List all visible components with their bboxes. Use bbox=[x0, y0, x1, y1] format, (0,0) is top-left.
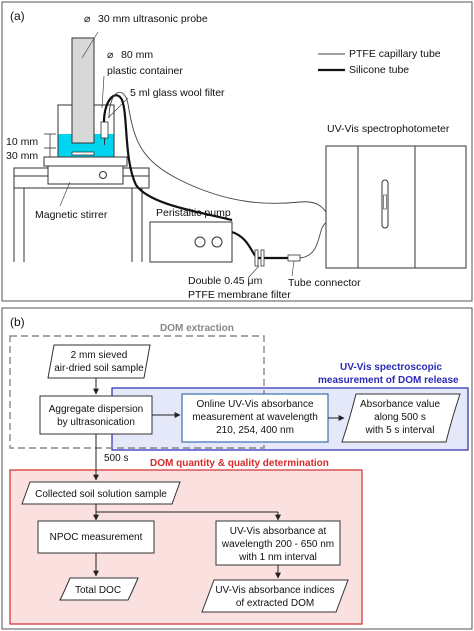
peristaltic-pump bbox=[149, 221, 233, 263]
stirrer-knob bbox=[99, 171, 107, 179]
uvvis-title-1: UV-Vis spectroscopic bbox=[340, 362, 443, 373]
aggregate-line-2: by ultrasonication bbox=[57, 417, 135, 428]
tube-connector bbox=[287, 254, 301, 262]
container-label-2: plastic container bbox=[107, 65, 183, 77]
filter-leader bbox=[107, 97, 129, 119]
probe-leader bbox=[81, 31, 99, 59]
silicone-tube bbox=[102, 94, 233, 222]
indices-node bbox=[201, 579, 349, 613]
collected-label: Collected soil solution sample bbox=[35, 489, 167, 500]
membrane-filter bbox=[254, 249, 265, 267]
membrane-label-1: Double 0.45 μm bbox=[188, 275, 263, 287]
absorbance-line-3: with 5 s interval bbox=[365, 425, 435, 436]
magnetic-stirrer-label: Magnetic stirrer bbox=[35, 209, 108, 221]
uv-abs-line-2: wavelength 200 - 650 nm bbox=[221, 539, 334, 550]
aggregate-node bbox=[39, 395, 153, 435]
spectrophotometer bbox=[325, 145, 467, 269]
absorbance-line-2: along 500 s bbox=[374, 412, 426, 423]
container-leader bbox=[101, 75, 105, 109]
probe-diameter-icon: ⌀ bbox=[84, 13, 91, 25]
container-diameter-icon: ⌀ bbox=[107, 49, 114, 61]
online-uvvis-node bbox=[181, 393, 329, 443]
panel-b-label: (b) bbox=[10, 315, 25, 329]
container-label-1: 80 mm bbox=[121, 49, 153, 61]
membrane-leader bbox=[247, 265, 260, 279]
quality-title: DOM quantity & quality determination bbox=[150, 458, 329, 469]
uv-abs-line-3: with 1 nm interval bbox=[238, 552, 317, 563]
pump-roller-left bbox=[194, 236, 206, 248]
connector-leader bbox=[291, 260, 295, 277]
magnetic-stirrer bbox=[43, 156, 128, 185]
stir-bar bbox=[71, 151, 95, 156]
ptfe-tube-in bbox=[108, 91, 331, 219]
panel-b: (b) UV-Vis spectroscopic measurement of … bbox=[1, 307, 473, 630]
dom-extraction-title: DOM extraction bbox=[160, 323, 234, 334]
tube-connector-label: Tube connector bbox=[288, 277, 361, 289]
probe-label: 30 mm ultrasonic probe bbox=[98, 13, 208, 25]
dim-30-label: 30 mm bbox=[6, 150, 38, 162]
legend-silicone-label: Silicone tube bbox=[349, 64, 409, 76]
total-doc-node bbox=[59, 577, 139, 601]
sample-line-1: 2 mm sieved bbox=[71, 350, 128, 361]
online-line-1: Online UV-Vis absorbance bbox=[196, 399, 314, 410]
pump-label: Peristaltic pump bbox=[156, 207, 231, 219]
pump-roller-right bbox=[211, 236, 223, 248]
aggregate-line-1: Aggregate dispersion bbox=[49, 404, 144, 415]
dom-extraction-region bbox=[9, 335, 265, 449]
indices-line-1: UV-Vis absorbance indices bbox=[215, 585, 334, 596]
absorbance-node bbox=[341, 393, 461, 443]
panel-a: (a) bbox=[1, 1, 473, 302]
legend-ptfe-label: PTFE capillary tube bbox=[349, 48, 441, 60]
sample-line-2: air-dried soil sample bbox=[54, 363, 144, 374]
collected-node bbox=[21, 481, 181, 505]
uvvis-title-2: measurement of DOM release bbox=[318, 375, 459, 386]
stirrer-leader bbox=[59, 181, 71, 207]
spectrophotometer-label: UV-Vis spectrophotometer bbox=[327, 123, 450, 135]
tube-legend bbox=[318, 53, 345, 72]
membrane-label-2: PTFE membrane filter bbox=[188, 289, 291, 301]
uv-abs-line-1: UV-Vis absorbance at bbox=[230, 526, 327, 537]
total-doc-label: Total DOC bbox=[75, 585, 121, 596]
online-line-3: 210, 254, 400 nm bbox=[216, 425, 294, 436]
dim-10-label: 10 mm bbox=[6, 136, 38, 148]
online-line-2: measurement at wavelength bbox=[192, 412, 318, 423]
dimension-marks bbox=[44, 133, 56, 158]
npoc-label: NPOC measurement bbox=[50, 532, 143, 543]
absorbance-line-1: Absorbance value bbox=[360, 399, 440, 410]
sample-node bbox=[47, 344, 151, 379]
panel-a-label: (a) bbox=[10, 9, 25, 23]
glass-filter-label: 5 ml glass wool filter bbox=[130, 87, 225, 99]
ultrasonic-probe bbox=[71, 37, 95, 144]
time-500-label: 500 s bbox=[104, 453, 128, 464]
indices-line-2: of extracted DOM bbox=[236, 598, 314, 609]
